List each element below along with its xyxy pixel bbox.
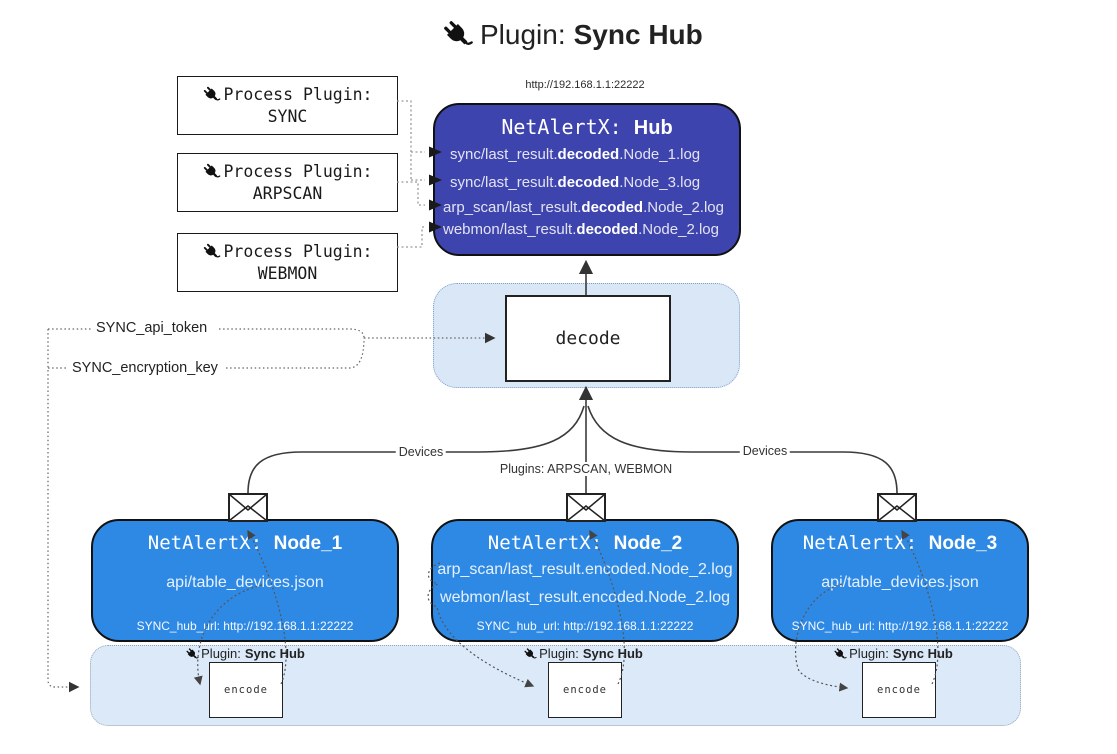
plug-icon bbox=[523, 647, 537, 661]
process-plugin-name: WEBMON bbox=[257, 264, 318, 283]
plug-icon bbox=[202, 242, 221, 261]
process-plugin-box-arpscan: Process Plugin: ARPSCAN bbox=[177, 153, 398, 212]
node-line: api/table_devices.json bbox=[821, 574, 979, 591]
node-title: NetAlertX: Node_3 bbox=[802, 532, 998, 554]
process-plugin-name: SYNC bbox=[267, 107, 308, 126]
encode-box: encode bbox=[862, 662, 936, 718]
node-footer: SYNC_hub_url: http://192.168.1.1:22222 bbox=[476, 619, 694, 633]
decode-box: decode bbox=[505, 295, 671, 382]
encoder-label: Plugin:Sync Hub bbox=[833, 646, 953, 661]
plug-icon bbox=[202, 162, 221, 181]
node-title: NetAlertX: Node_1 bbox=[147, 532, 343, 554]
hub-log-line: sync/last_result.decoded.Node_1.log bbox=[450, 146, 701, 163]
node-2-box: NetAlertX: Node_2 arp_scan/last_result.e… bbox=[431, 519, 739, 642]
process-plugin-label: Process Plugin: bbox=[223, 162, 373, 181]
node-line: arp_scan/last_result.encoded.Node_2.log bbox=[437, 561, 733, 578]
node-footer: SYNC_hub_url: http://192.168.1.1:22222 bbox=[136, 619, 354, 633]
hub-url: http://192.168.1.1:22222 bbox=[525, 79, 645, 91]
process-plugin-name: ARPSCAN bbox=[252, 184, 323, 203]
process-plugin-label: Process Plugin: bbox=[223, 85, 373, 104]
node-line: webmon/last_result.encoded.Node_2.log bbox=[440, 589, 730, 606]
encoder-label: Plugin:Sync Hub bbox=[523, 646, 643, 661]
node-line: api/table_devices.json bbox=[166, 574, 324, 591]
plug-icon bbox=[202, 85, 221, 104]
node-3-box: NetAlertX: Node_3 api/table_devices.json… bbox=[771, 519, 1029, 642]
hub-log-line: arp_scan/last_result.decoded.Node_2.log bbox=[443, 199, 724, 216]
node-1-box: NetAlertX: Node_1 api/table_devices.json… bbox=[91, 519, 399, 642]
hub-box: NetAlertX: Hub sync/last_result.decoded.… bbox=[433, 103, 741, 256]
hub-title: NetAlertX: Hub bbox=[501, 115, 673, 139]
encode-box: encode bbox=[548, 662, 622, 718]
encoder-label: Plugin:Sync Hub bbox=[185, 646, 305, 661]
plug-icon bbox=[185, 647, 199, 661]
process-plugin-label: Process Plugin: bbox=[223, 242, 373, 261]
node-title: NetAlertX: Node_2 bbox=[487, 532, 683, 554]
hub-log-line: sync/last_result.decoded.Node_3.log bbox=[450, 174, 701, 191]
encode-box: encode bbox=[209, 662, 283, 718]
process-plugin-box-webmon: Process Plugin: WEBMON bbox=[177, 233, 398, 292]
node-footer: SYNC_hub_url: http://192.168.1.1:22222 bbox=[791, 619, 1009, 633]
plug-icon bbox=[833, 647, 847, 661]
hub-log-line: webmon/last_result.decoded.Node_2.log bbox=[443, 221, 719, 238]
process-plugin-box-sync: Process Plugin: SYNC bbox=[177, 76, 398, 135]
